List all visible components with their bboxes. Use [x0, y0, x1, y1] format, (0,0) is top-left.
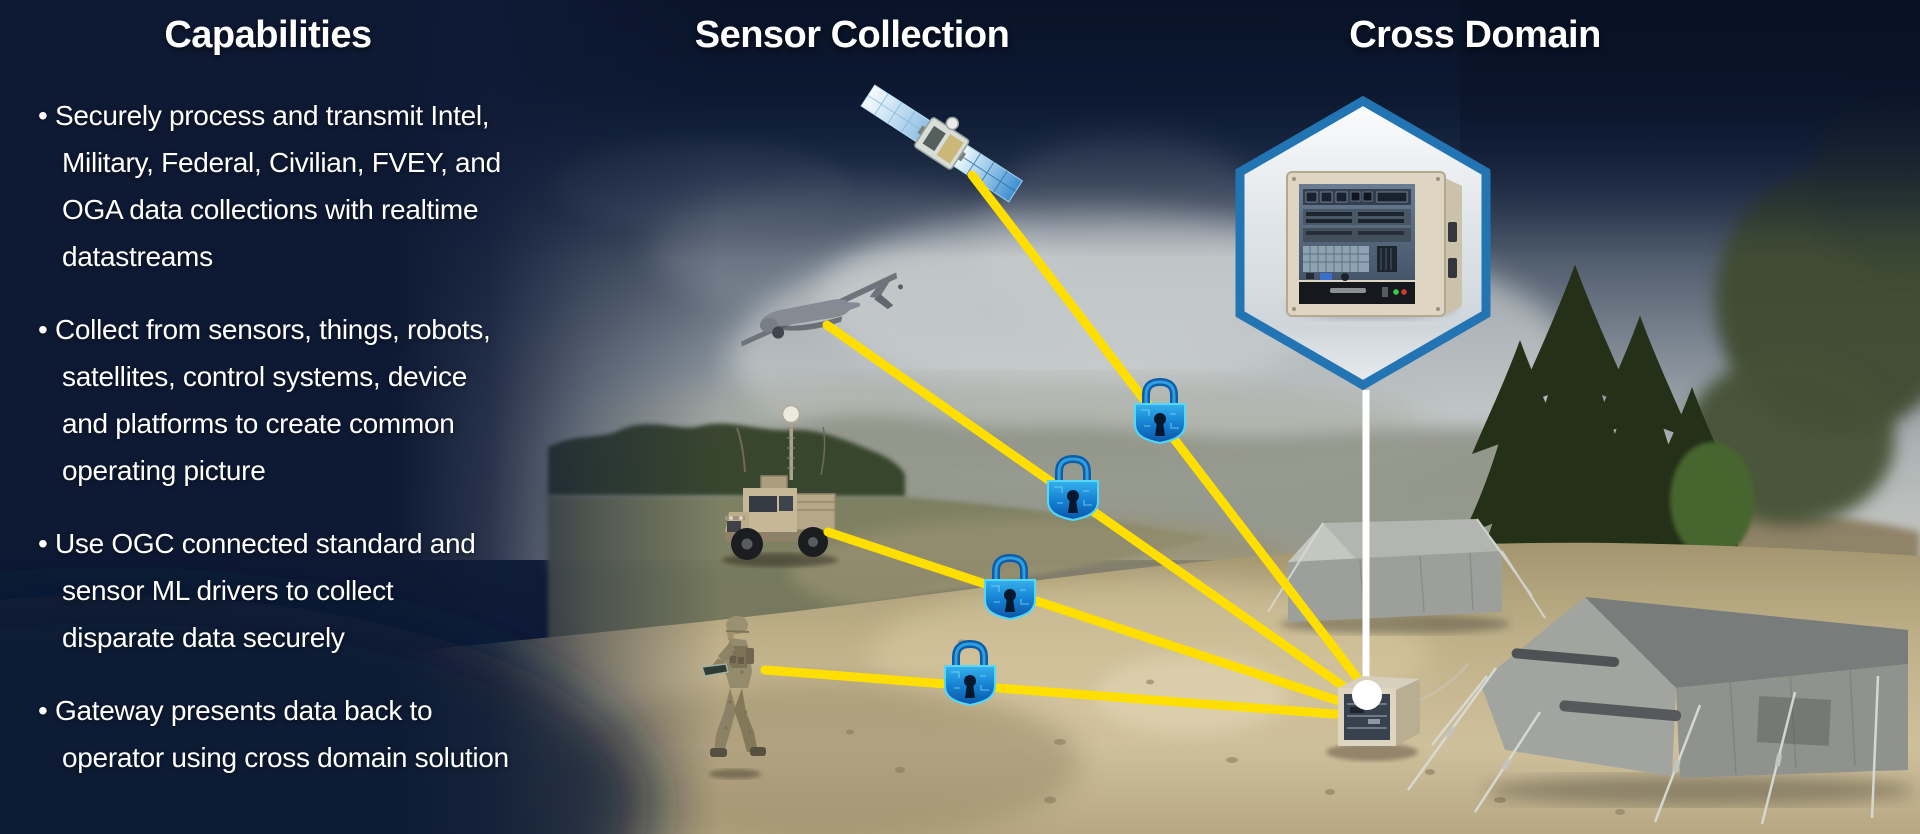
soldier-link-line	[760, 665, 1365, 721]
capability-bullet: Collect from sensors, things, robots, sa…	[38, 306, 583, 494]
drone-icon	[741, 272, 903, 347]
capabilities-heading: Capabilities	[164, 14, 372, 56]
connector-node-dot	[1352, 680, 1382, 710]
sensor-data-links	[760, 170, 1379, 721]
satellite-icon	[860, 84, 1024, 203]
antenna-dome-icon	[781, 404, 801, 424]
small-tent	[1267, 518, 1546, 634]
large-tent	[1406, 597, 1915, 825]
rope-turnbuckles	[1444, 725, 1783, 773]
drone-link-line	[822, 320, 1375, 710]
tactical-vehicle-icon	[722, 404, 838, 567]
sensor-collection-heading: Sensor Collection	[694, 14, 1010, 56]
capabilities-list: Securely process and transmit Intel, Mil…	[38, 92, 583, 807]
tablet-icon	[700, 663, 729, 677]
capability-bullet: Use OGC connected standard and sensor ML…	[38, 520, 583, 661]
cross-domain-hexagon	[1235, 95, 1491, 391]
server-rack-icon	[1286, 171, 1462, 319]
capability-bullet: Gateway presents data back to operator u…	[38, 687, 583, 781]
soldier-icon	[700, 616, 766, 779]
vehicle-link-line	[823, 527, 1371, 715]
cross-domain-heading: Cross Domain	[1349, 14, 1601, 56]
capability-bullet: Securely process and transmit Intel, Mil…	[38, 92, 583, 280]
